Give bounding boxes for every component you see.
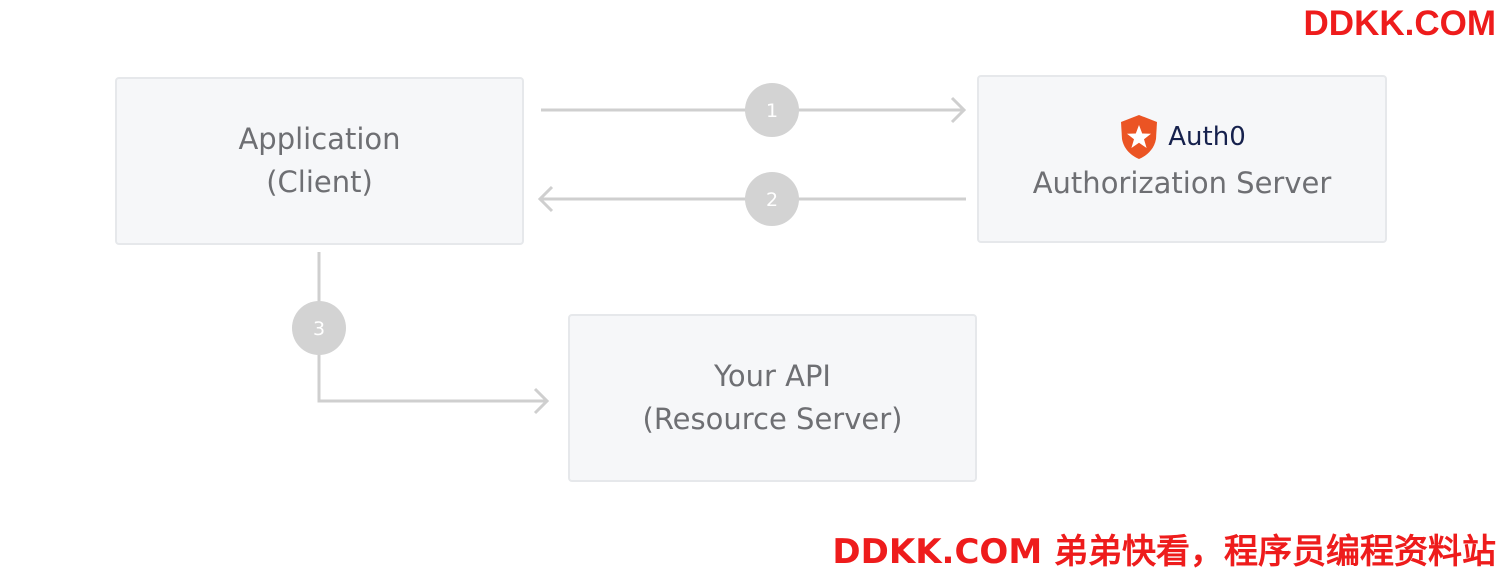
step-badge-3 [292,301,346,355]
auth0-shield-icon [1121,114,1158,159]
arrow-step-1: 1 [541,83,967,137]
authorization-server-label: Authorization Server [1032,165,1332,200]
step-badge-1 [745,83,799,137]
step-label-1: 1 [766,100,778,122]
application-subtitle: (Client) [266,165,373,199]
application-title: Application [238,122,401,156]
arrow-step-2: 2 [537,172,966,226]
application-client-box: Application (Client) [115,77,524,245]
step-label-3: 3 [313,318,325,340]
watermark-bottom: DDKK.COM 弟弟快看，程序员编程资料站 [832,532,1496,571]
api-title: Your API [713,359,831,393]
step-badge-2 [745,172,799,226]
auth0-logo: Auth0 [1118,114,1246,160]
auth0-brand-name: Auth0 [1168,121,1246,152]
watermark-top: DDKK.COM [1303,4,1496,43]
step-label-2: 2 [766,189,778,211]
arrow-step-3: 3 [292,252,550,415]
resource-server-box: Your API (Resource Server) [568,314,977,482]
authorization-server-box: Auth0 Authorization Server [977,75,1387,243]
api-subtitle: (Resource Server) [642,402,903,436]
